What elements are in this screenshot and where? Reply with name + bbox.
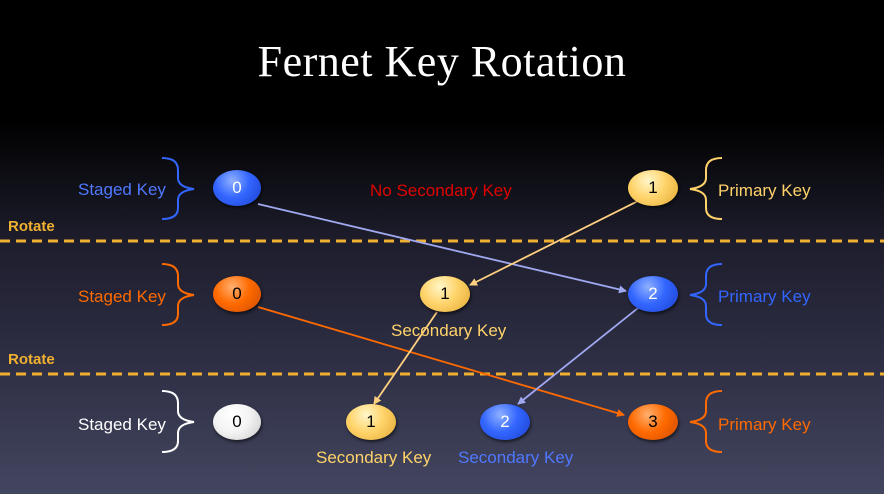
rotate-label-1: Rotate bbox=[8, 218, 55, 235]
primary-key-label-row3: Primary Key bbox=[718, 415, 811, 434]
arrow-secondary1-to-secondary1 bbox=[373, 311, 438, 405]
secondary-key-label-row3-a: Secondary Key bbox=[316, 448, 432, 467]
secondary-key-node-row2: 1 bbox=[420, 276, 470, 312]
secondary-key-node-row3-b: 2 bbox=[480, 404, 530, 440]
secondary-key-label-row2: Secondary Key bbox=[391, 321, 507, 340]
arrow-staged0-to-primary2 bbox=[257, 203, 627, 294]
staged-key-label-row2: Staged Key bbox=[78, 287, 166, 306]
staged-key-node-row1: 0 bbox=[213, 170, 261, 206]
primary-key-node-row2: 2 bbox=[628, 276, 678, 312]
primary-key-label-row1: Primary Key bbox=[718, 181, 811, 200]
rotate-label-2: Rotate bbox=[8, 351, 55, 368]
arrow-staged0-to-primary3 bbox=[257, 306, 625, 417]
staged-key-label-row3: Staged Key bbox=[78, 415, 166, 434]
diagram-title: Fernet Key Rotation bbox=[257, 37, 627, 86]
primary-brace-row2 bbox=[689, 263, 723, 326]
primary-brace-row3 bbox=[689, 390, 723, 453]
staged-brace-row1 bbox=[161, 157, 195, 220]
staged-key-node-row3: 0 bbox=[213, 404, 261, 440]
staged-key-node-row2: 0 bbox=[213, 276, 261, 312]
primary-key-node-row1: 1 bbox=[628, 170, 678, 206]
arrow-primary2-to-secondary2 bbox=[517, 307, 639, 405]
staged-brace-row3 bbox=[161, 390, 195, 453]
primary-key-node-row3: 3 bbox=[628, 404, 678, 440]
secondary-key-label-row3-b: Secondary Key bbox=[458, 448, 574, 467]
primary-brace-row1 bbox=[689, 157, 723, 220]
primary-key-label-row2: Primary Key bbox=[718, 287, 811, 306]
staged-brace-row2 bbox=[161, 263, 195, 326]
arrow-primary1-to-secondary1 bbox=[469, 200, 639, 286]
staged-key-label-row1: Staged Key bbox=[78, 180, 166, 199]
secondary-key-node-row3-a: 1 bbox=[346, 404, 396, 440]
no-secondary-key-label: No Secondary Key bbox=[370, 181, 512, 200]
